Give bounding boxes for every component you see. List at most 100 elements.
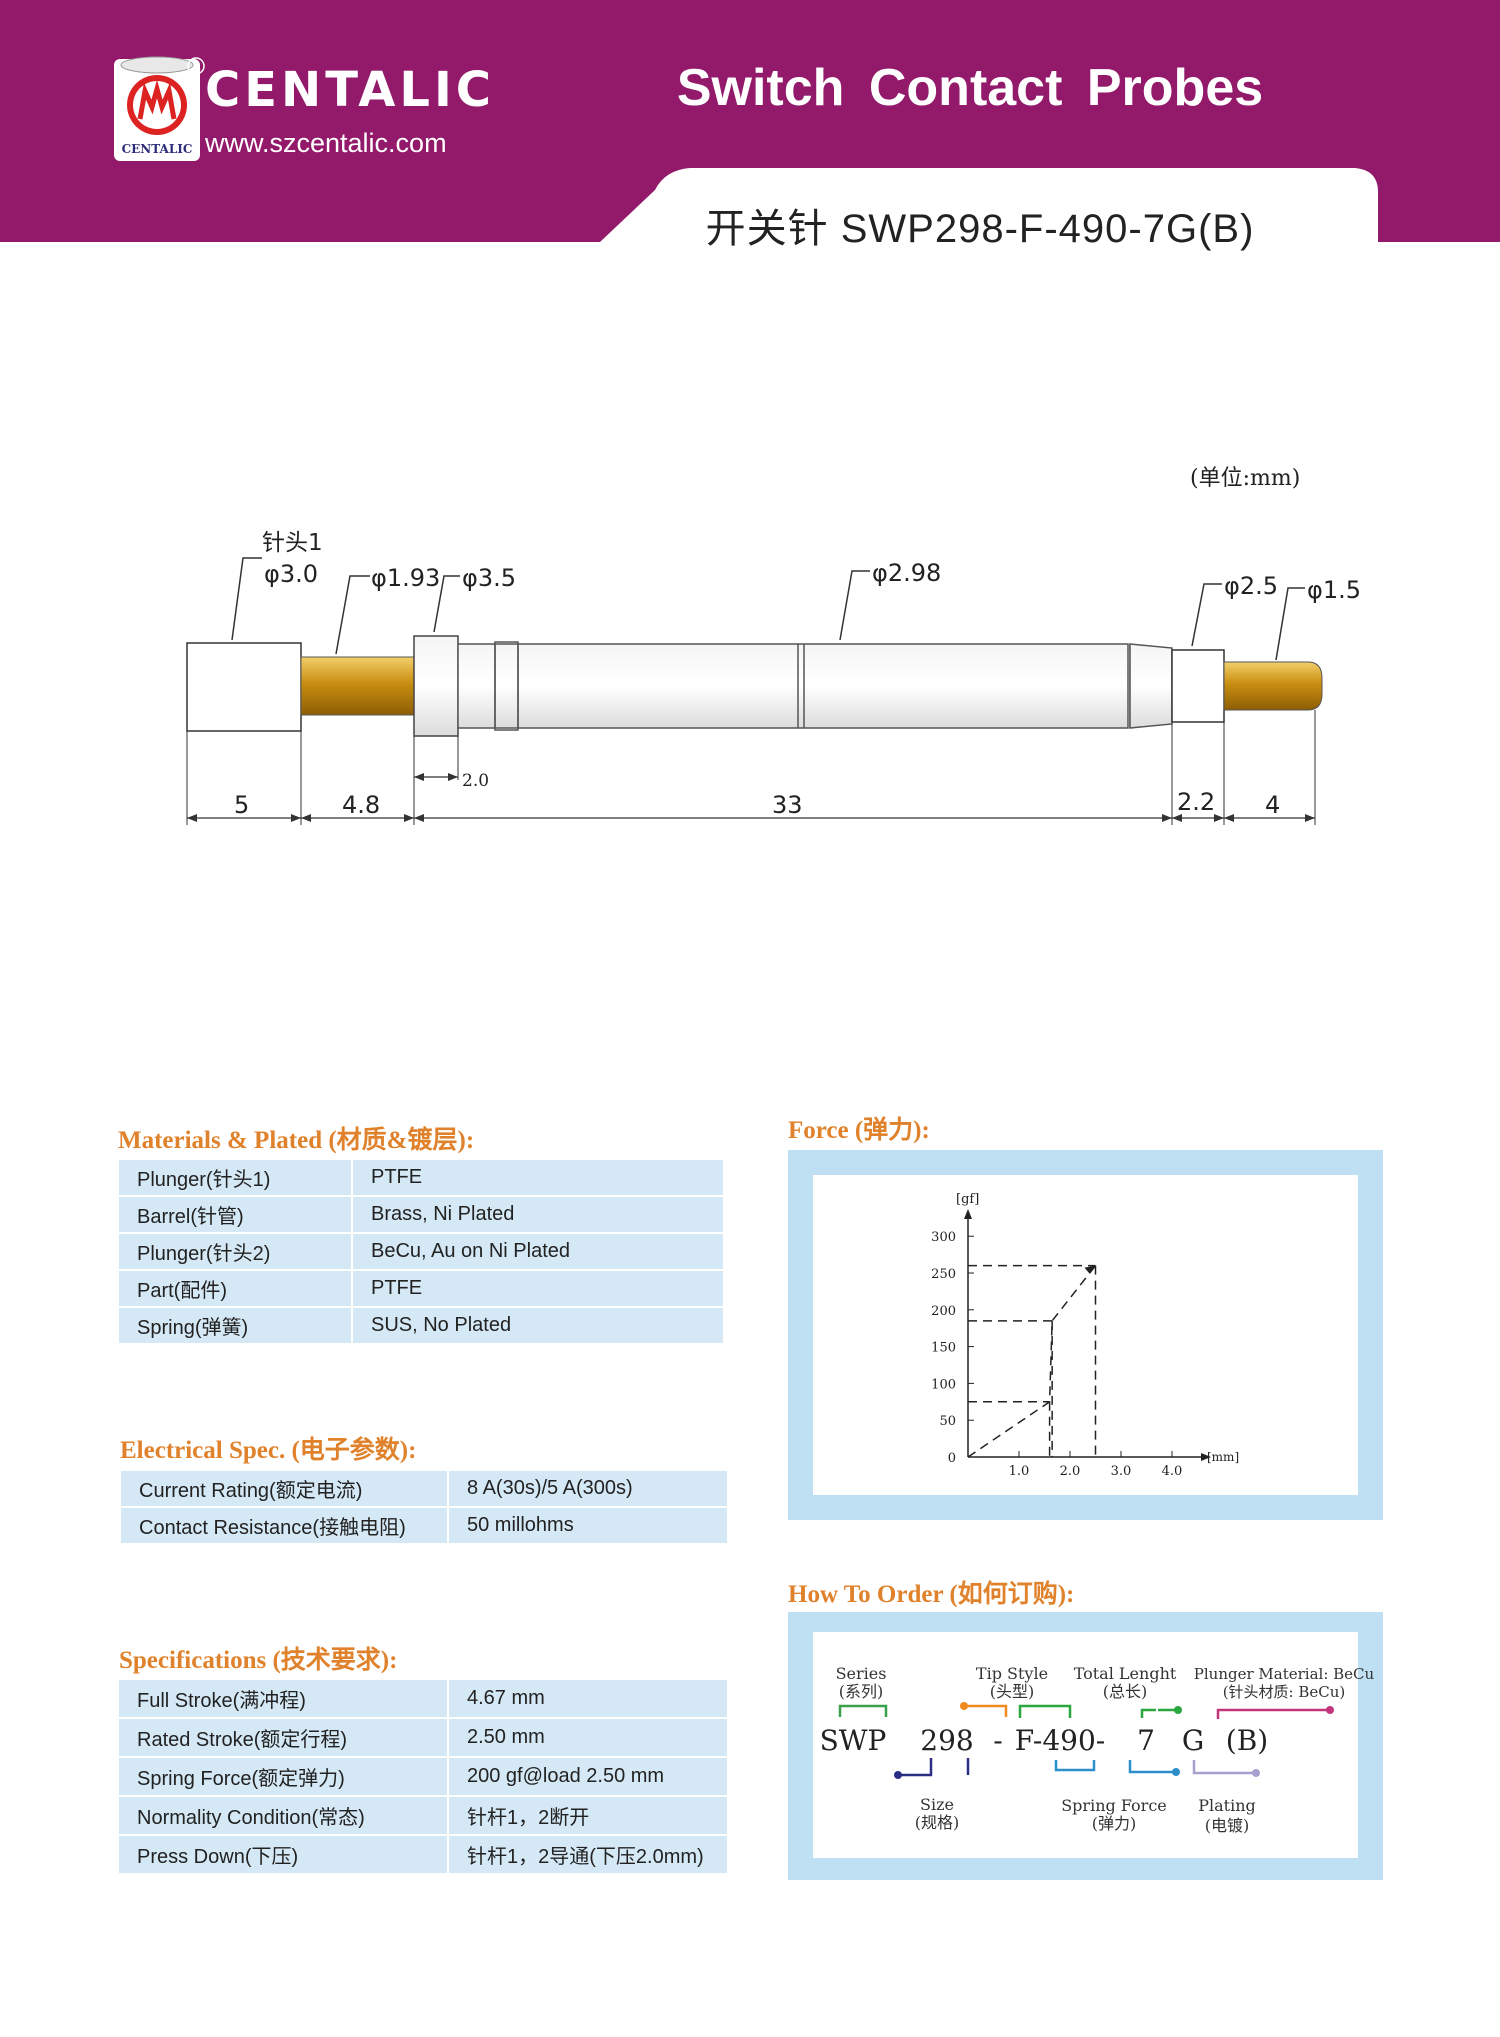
order-label-series: Series — [836, 1664, 887, 1683]
order-label-size-cn: (规格) — [915, 1813, 960, 1832]
y-axis-label: [gf] — [956, 1192, 979, 1207]
barrel — [457, 643, 1129, 729]
order-label-length-cn: (总长) — [1103, 1682, 1148, 1701]
electrical-label: Contact Resistance(接触电阻) — [119, 1506, 449, 1545]
x-axis-arrow — [1201, 1453, 1211, 1461]
order-label-spring-cn: (弹力) — [1092, 1814, 1137, 1833]
electrical-label: Current Rating(额定电流) — [119, 1469, 449, 1508]
material-label: Part(配件) — [117, 1269, 353, 1308]
order-code-length: F-490- — [1015, 1724, 1106, 1757]
website-url[interactable]: www.szcentalic.com — [205, 128, 447, 158]
y-tick-label: 300 — [931, 1230, 956, 1245]
order-code-size: 298 — [920, 1724, 973, 1757]
unit-label: (单位:mm) — [1190, 466, 1301, 491]
table-row: Current Rating(额定电流)8 A(30s)/5 A(300s) — [119, 1469, 729, 1508]
table-row: Plunger(针头1)PTFE — [117, 1158, 725, 1197]
material-label: Plunger(针头1) — [117, 1158, 353, 1197]
specifications-title: Specifications (技术要求): — [119, 1647, 398, 1674]
spec-label: Normality Condition(常态) — [117, 1795, 449, 1836]
dim-length-5: 4 — [1265, 791, 1280, 819]
order-label-spring: Spring Force — [1061, 1796, 1167, 1815]
dim-length-4: 2.2 — [1177, 788, 1215, 816]
spec-label: Rated Stroke(额定行程) — [117, 1717, 449, 1758]
order-code-plunger: (B) — [1226, 1724, 1268, 1757]
order-label-series-cn: (系列) — [839, 1682, 884, 1701]
order-code-dash: - — [993, 1724, 1002, 1757]
material-label: Spring(弹簧) — [117, 1306, 353, 1345]
registered-mark-icon: R — [187, 57, 205, 75]
specifications-table: Full Stroke(满冲程)4.67 mm Rated Stroke(额定行… — [117, 1678, 729, 1875]
dim-diameter-2: φ1.93 — [371, 564, 440, 592]
order-label-plating-cn: (电镀) — [1205, 1816, 1250, 1835]
material-label: Plunger(针头2) — [117, 1232, 353, 1271]
dim-length-6: 2.0 — [462, 771, 489, 791]
dim-diameter-5: φ2.5 — [1224, 572, 1278, 600]
y-tick-label: 100 — [931, 1377, 956, 1392]
y-tick-label: 250 — [931, 1267, 956, 1282]
y-tick-label: 200 — [931, 1304, 956, 1319]
table-row: Plunger(针头2)BeCu, Au on Ni Plated — [117, 1232, 725, 1271]
spec-value: 200 gf@load 2.50 mm — [447, 1756, 729, 1797]
force-series-arrow — [1084, 1265, 1096, 1274]
plunger-tip-2 — [1223, 661, 1323, 711]
spec-value: 4.67 mm — [447, 1678, 729, 1719]
plunger-head-1 — [186, 642, 302, 732]
table-row: Spring Force(额定弹力)200 gf@load 2.50 mm — [117, 1756, 729, 1797]
electrical-value: 8 A(30s)/5 A(300s) — [447, 1469, 729, 1508]
y-tick-label: 0 — [948, 1451, 956, 1466]
order-panel-inner — [813, 1632, 1358, 1858]
material-value: PTFE — [351, 1269, 725, 1308]
probe-drawing: 针头1 φ3.0 φ1.93 φ3.5 φ2.98 φ2.5 φ1.5 5 4.… — [186, 530, 1361, 825]
plunger-shaft-1 — [300, 656, 415, 716]
spec-value: 2.50 mm — [447, 1717, 729, 1758]
x-tick-label: 4.0 — [1162, 1464, 1183, 1479]
dim-length-2: 4.8 — [342, 791, 380, 819]
dim-diameter-4: φ2.98 — [872, 559, 941, 587]
order-diagram: Series (系列) Tip Style (头型) Total Lenght … — [820, 1664, 1375, 1835]
order-label-length: Total Lenght — [1074, 1664, 1177, 1683]
dim-diameter-6: φ1.5 — [1307, 576, 1361, 604]
electrical-title: Electrical Spec. (电子参数): — [120, 1437, 417, 1464]
logo-caption: CENTALIC — [122, 142, 193, 156]
force-series-line — [967, 1265, 1097, 1458]
material-value: BeCu, Au on Ni Plated — [351, 1232, 725, 1271]
table-row: Contact Resistance(接触电阻)50 millohms — [119, 1506, 729, 1545]
x-tick-label: 3.0 — [1111, 1464, 1132, 1479]
x-tick-label: 1.0 — [1009, 1464, 1030, 1479]
y-axis-arrow — [964, 1209, 972, 1219]
y-tick-label: 150 — [931, 1341, 956, 1356]
table-row: Barrel(针管)Brass, Ni Plated — [117, 1195, 725, 1234]
dim-length-3: 33 — [772, 791, 803, 819]
materials-title: Materials & Plated (材质&镀层): — [118, 1127, 475, 1154]
tip-label: 针头1 — [262, 530, 323, 556]
table-row: Full Stroke(满冲程)4.67 mm — [117, 1678, 729, 1719]
x-tick-label: 2.0 — [1060, 1464, 1081, 1479]
table-row: Spring(弹簧)SUS, No Plated — [117, 1306, 725, 1345]
force-panel-inner — [813, 1175, 1358, 1495]
spec-label: Full Stroke(满冲程) — [117, 1678, 449, 1719]
header-tab-shape — [600, 168, 1378, 242]
material-value: PTFE — [351, 1158, 725, 1197]
order-label-tip-cn: (头型) — [990, 1682, 1035, 1701]
page-subtitle: 开关针 SWP298-F-490-7G(B) — [705, 207, 1255, 251]
collar-part — [413, 635, 459, 737]
dim-length-1: 5 — [234, 791, 249, 819]
brand-name: CENTALIC — [205, 62, 496, 118]
plunger-head-2-base — [1171, 649, 1225, 723]
order-code-spring: 7 — [1137, 1724, 1155, 1757]
page-title: Switch Contact Probes — [676, 59, 1264, 117]
order-label-plating: Plating — [1198, 1796, 1256, 1815]
spec-label: Press Down(下压) — [117, 1834, 449, 1875]
order-code-series: SWP — [820, 1724, 887, 1757]
table-row: Normality Condition(常态)针杆1，2断开 — [117, 1795, 729, 1836]
order-title: How To Order (如何订购): — [788, 1581, 1075, 1608]
table-row: Part(配件)PTFE — [117, 1269, 725, 1308]
materials-table: Plunger(针头1)PTFE Barrel(针管)Brass, Ni Pla… — [117, 1158, 725, 1345]
table-row: Press Down(下压)针杆1，2导通(下压2.0mm) — [117, 1834, 729, 1875]
material-value: SUS, No Plated — [351, 1306, 725, 1345]
order-label-tip: Tip Style — [976, 1664, 1048, 1683]
registered-mark-label: R — [192, 60, 201, 73]
material-label: Barrel(针管) — [117, 1195, 353, 1234]
dim-diameter-1: φ3.0 — [264, 560, 318, 588]
